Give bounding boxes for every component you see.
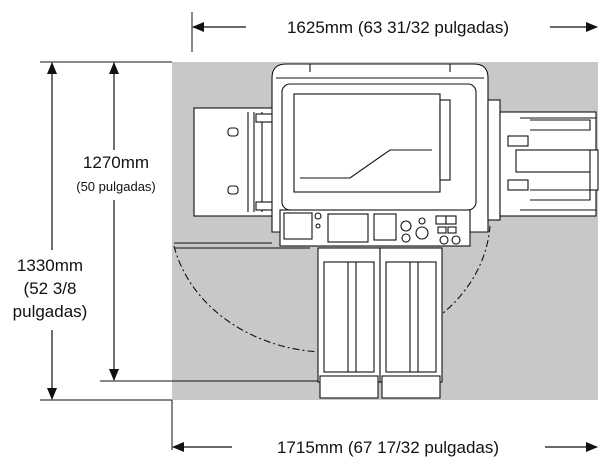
inner-height-unit: (50 pulgadas) — [76, 179, 156, 194]
inner-height-value: 1270mm — [83, 153, 149, 172]
left-feed-tray — [193, 107, 277, 217]
machine-drawing — [173, 63, 599, 399]
bottom-width-label: 1715mm (67 17/32 pulgadas) — [277, 438, 499, 457]
outer-height-unit-line2: pulgadas) — [13, 302, 88, 321]
outer-height-unit-line1: (52 3/8 — [24, 279, 77, 298]
touch-panel-screen — [327, 213, 369, 243]
scanner-glass — [293, 93, 441, 193]
output-tray-base — [487, 99, 501, 221]
top-width-label: 1625mm (63 31/32 pulgadas) — [287, 18, 509, 37]
outer-height-value: 1330mm — [17, 256, 83, 275]
